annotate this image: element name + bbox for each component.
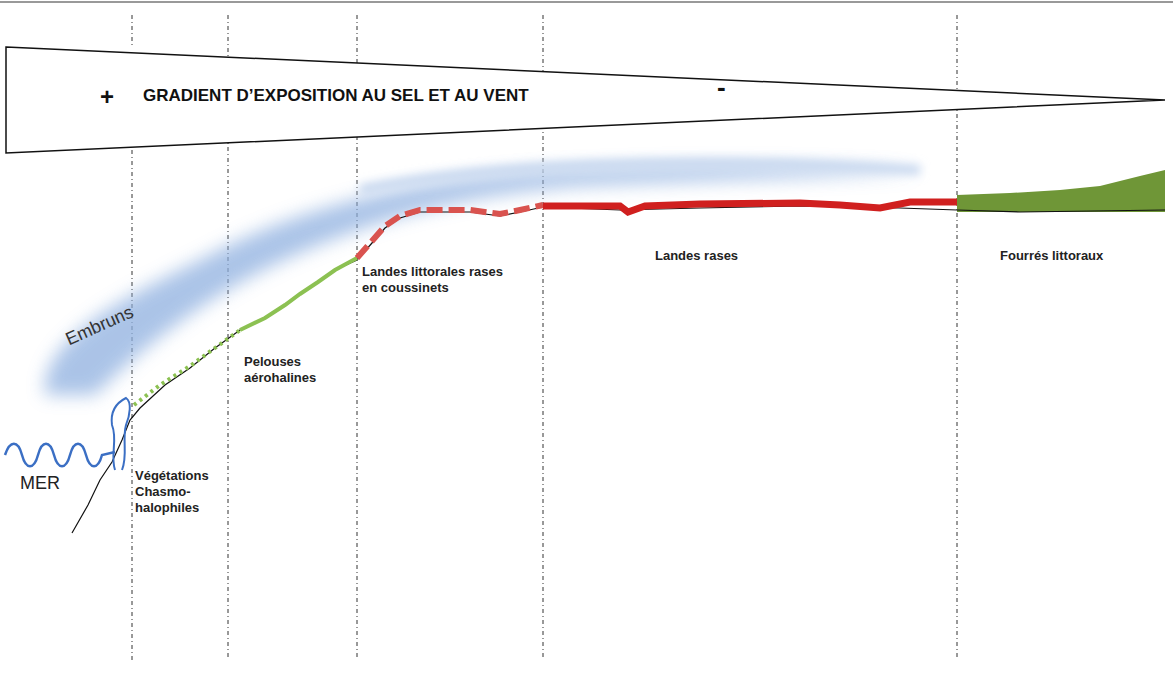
gradient-triangle: + GRADIENT D’EXPOSITION AU SEL ET AU VENT… bbox=[5, 44, 1167, 156]
gradient-title: GRADIENT D’EXPOSITION AU SEL ET AU VENT bbox=[143, 86, 529, 106]
zone-label: Landes rases bbox=[655, 248, 738, 264]
zone-label: Landes littorales rases en coussinets bbox=[362, 264, 512, 296]
gradient-sign: - bbox=[717, 72, 726, 103]
zone-label: Fourrés littoraux bbox=[1000, 248, 1103, 264]
sea-label: MER bbox=[20, 472, 60, 494]
zone-label: Pelouses aérohalines bbox=[244, 354, 332, 386]
zone-label: Végétations Chasmo- halophiles bbox=[135, 468, 219, 516]
gradient-sign: + bbox=[100, 83, 114, 111]
